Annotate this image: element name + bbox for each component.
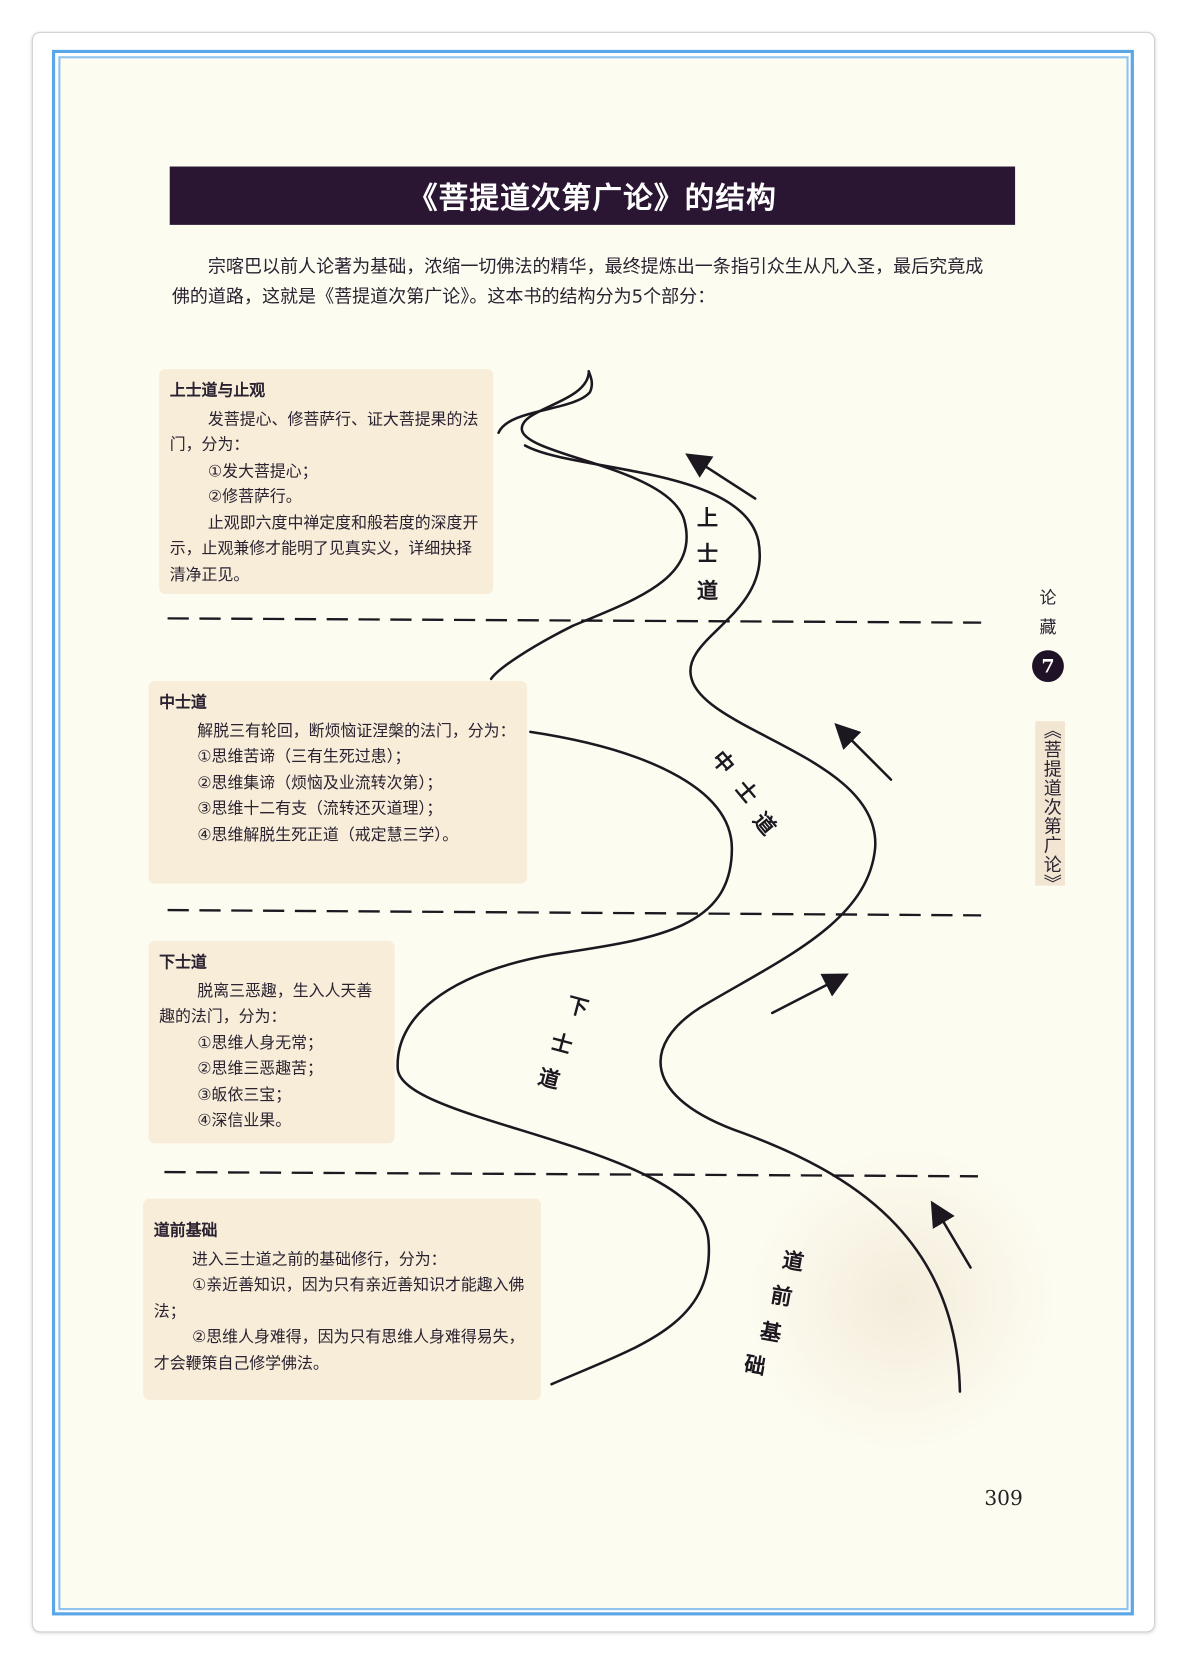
running-title: 《菩提道次第广论》: [1035, 721, 1065, 893]
section-upper: 上士道与止观 发菩提心、修菩萨行、证大菩提果的法门，分为： ①发大菩提心； ②修…: [159, 369, 494, 594]
section-text: 脱离三恶趣，生入人天善趣的法门，分为：: [159, 980, 373, 1026]
section-item: ②思维集谛（烦恼及业流转次第）；: [197, 772, 443, 792]
section-middle: 中士道 解脱三有轮回，断烦恼证涅槃的法门，分为： ①思维苦谛（三有生死过患）； …: [148, 680, 528, 884]
section-text: 进入三士道之前的基础修行，分为：: [191, 1248, 447, 1269]
section-item: ③皈依三宝；: [197, 1084, 292, 1104]
section-item: ②思维人身难得，因为只有思维人身难得易失，才会鞭策自己修学佛法。: [153, 1326, 525, 1373]
section-item: ①亲近善知识，因为只有亲近善知识才能趣入佛法；: [153, 1274, 525, 1321]
arrow-lower: [770, 973, 849, 1015]
divider-2: [167, 908, 982, 917]
arrow-middle: [834, 722, 893, 781]
section-item: ②思维三恶趣苦；: [197, 1058, 323, 1078]
section-text: 解脱三有轮回，断烦恼证涅槃的法门，分为：: [197, 720, 516, 740]
section-foundation: 道前基础 进入三士道之前的基础修行，分为： ①亲近善知识，因为只有亲近善知识才能…: [143, 1198, 541, 1401]
road-label-upper: 士: [696, 540, 719, 567]
page-frame: [51, 49, 1134, 1616]
section-text: 发菩提心、修菩萨行、证大菩提果的法门，分为：: [169, 408, 479, 454]
section-text: 止观即六度中禅定度和般若度的深度开示，止观兼修才能明了见真实义，详细抉择清净正见…: [169, 512, 479, 584]
arrow-upper: [685, 453, 757, 500]
road-label-upper: 上: [696, 504, 719, 531]
road-line-top-hook: [497, 369, 594, 435]
volume-badge: 7: [1032, 650, 1064, 683]
road-line-right: [523, 444, 962, 1393]
section-item: ②修菩萨行。: [207, 486, 302, 506]
section-heading: 道前基础: [153, 1220, 218, 1240]
series-label: 藏: [1039, 617, 1057, 638]
series-label: 论: [1039, 587, 1057, 608]
section-heading: 中士道: [159, 692, 207, 712]
page-title: 《菩提道次第广论》的结构: [169, 166, 1016, 225]
section-item: ④思维解脱生死正道（戒定慧三学）。: [197, 824, 459, 844]
intro-paragraph: 宗喀巴以前人论著为基础，浓缩一切佛法的精华，最终提炼出一条指引众生从凡入圣，最后…: [171, 256, 984, 308]
section-item: ①思维苦谛（三有生死过患）；: [197, 746, 411, 766]
section-item: ①发大菩提心；: [207, 460, 318, 480]
section-item: ④深信业果。: [197, 1110, 292, 1130]
road-line-left-lower: [396, 730, 734, 1386]
section-lower: 下士道 脱离三恶趣，生入人天善趣的法门，分为： ①思维人身无常； ②思维三恶趣苦…: [148, 940, 395, 1144]
road-label-upper: 道: [696, 578, 719, 604]
road-line-left-upper: [489, 372, 688, 681]
divider-1: [167, 617, 982, 624]
section-item: ①思维人身无常；: [197, 1032, 323, 1052]
section-heading: 上士道与止观: [169, 380, 266, 400]
section-heading: 下士道: [159, 952, 207, 972]
divider-3: [164, 1170, 978, 1178]
page-number: 309: [984, 1487, 1023, 1511]
arrow-foundation: [930, 1200, 972, 1269]
section-item: ③思维十二有支（流转还灭道理）；: [197, 798, 443, 818]
